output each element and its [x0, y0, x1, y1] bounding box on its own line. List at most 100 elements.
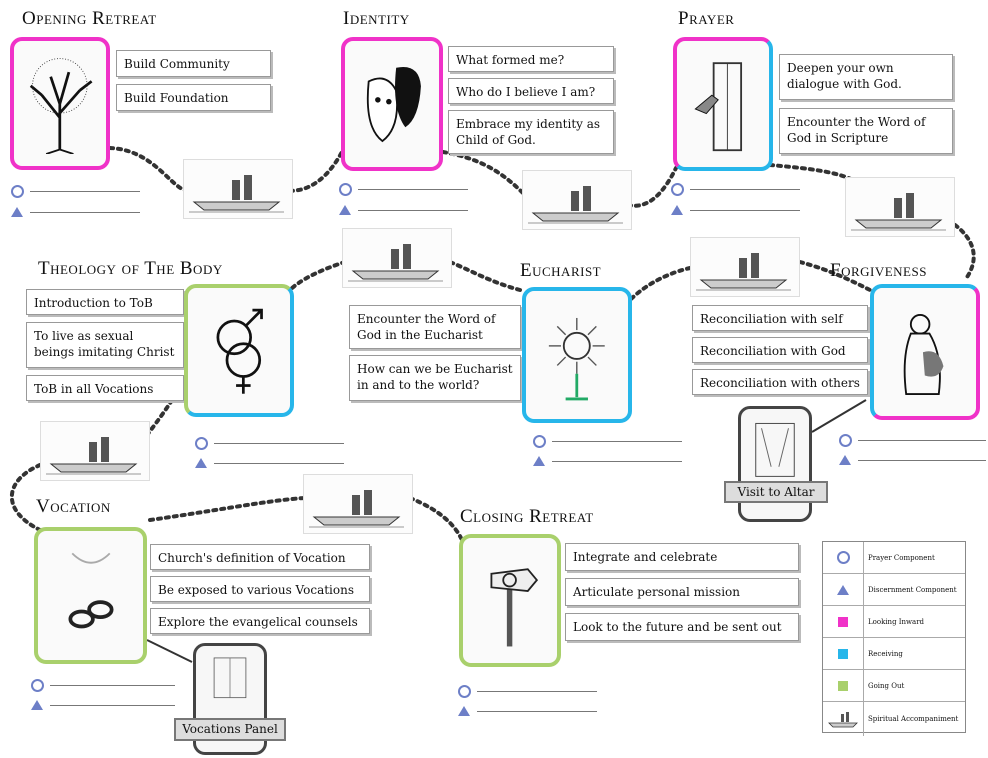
stage-item: Look to the future and be sent out [565, 613, 799, 641]
legend: Prayer Component Discernment Component L… [822, 541, 966, 736]
stage-item: Introduction to ToB [26, 289, 184, 315]
boat-icon [522, 170, 632, 230]
stage-item: Integrate and celebrate [565, 543, 799, 571]
boat-icon [183, 159, 293, 219]
discernment-component-line [838, 453, 986, 467]
legend-row: Going Out [823, 670, 965, 702]
stage-title-vocation: Vocation [36, 496, 111, 517]
legend-row: Prayer Component [823, 542, 965, 574]
panel-icon [213, 657, 247, 699]
gender-symbols-icon [216, 308, 264, 394]
prayer-circle-icon [457, 684, 471, 698]
prayer-component-line [457, 684, 597, 698]
legend-row: Looking Inward [823, 606, 965, 638]
legend-label: Looking Inward [863, 606, 965, 637]
altar-icon [755, 422, 795, 477]
discernment-triangle-icon [839, 455, 851, 465]
discernment-component-line [670, 203, 800, 217]
stage-title-eucharist: Eucharist [520, 260, 602, 281]
prayer-component-line [338, 182, 468, 196]
discernment-triangle-icon [339, 205, 351, 215]
boat-icon [40, 421, 150, 481]
tree-icon [30, 57, 93, 154]
discernment-triangle-icon [11, 207, 23, 217]
theater-masks-icon [367, 66, 422, 142]
legend-label: Spiritual Accompaniment [863, 702, 965, 736]
signpost-illustration [459, 534, 561, 667]
prayer-component-line [194, 436, 344, 450]
discernment-triangle-icon [31, 700, 43, 710]
discernment-triangle-icon [837, 584, 849, 595]
monstrance-icon [549, 317, 605, 401]
prayer-circle-icon [338, 182, 352, 196]
stage-item: How can we be Eucharist in and to the wo… [349, 355, 521, 401]
stage-item: Reconciliation with self [692, 305, 868, 331]
legend-label: Going Out [863, 670, 965, 701]
legend-label: Discernment Component [863, 574, 965, 605]
pink-square-icon [838, 616, 848, 627]
signpost-icon [490, 567, 539, 646]
prayer-component-line [838, 433, 986, 447]
legend-row: Discernment Component [823, 574, 965, 606]
stage-item: Build Foundation [116, 84, 271, 111]
discernment-component-line [30, 698, 175, 712]
discernment-component-line [338, 203, 468, 217]
stage-item: Church's definition of Vocation [150, 544, 370, 570]
embrace-illustration [870, 284, 980, 420]
monstrance-illustration [522, 287, 632, 423]
discernment-triangle-icon [671, 205, 683, 215]
wedding-rings-icon [67, 552, 114, 629]
blue-square-icon [838, 648, 848, 659]
stage-title-theology-of-the-body: Theology of The Body [38, 258, 223, 279]
stage-item: Be exposed to various Vocations [150, 576, 370, 602]
tree-illustration [10, 37, 110, 170]
masks-illustration [341, 37, 443, 171]
discernment-triangle-icon [195, 458, 207, 468]
green-square-icon [838, 680, 848, 691]
prayer-circle-icon [532, 434, 546, 448]
prayer-circle-icon [10, 184, 24, 198]
boat-icon [845, 177, 955, 237]
stage-title-prayer: Prayer [678, 8, 735, 29]
prayer-component-line [30, 678, 175, 692]
discernment-component-line [194, 456, 344, 470]
prayer-circle-icon [30, 678, 44, 692]
stage-title-forgiveness: Forgiveness [830, 260, 927, 281]
boat-icon [303, 474, 413, 534]
legend-row: Receiving [823, 638, 965, 670]
jesus-embrace-icon [903, 313, 944, 395]
stage-item: Build Community [116, 50, 271, 77]
prayer-component-line [532, 434, 682, 448]
boat-icon [342, 228, 452, 288]
stage-title-opening-retreat: Opening Retreat [22, 8, 157, 29]
discernment-component-line [457, 704, 597, 718]
stage-item: Deepen your own dialogue with God. [779, 54, 953, 100]
stage-item: ToB in all Vocations [26, 375, 184, 401]
stage-item: Embrace my identity as Child of God. [448, 110, 614, 154]
stage-item: Reconciliation with God [692, 337, 868, 363]
gender-symbols-illustration [184, 284, 294, 417]
stage-title-identity: Identity [343, 8, 410, 29]
stage-title-closing-retreat: Closing Retreat [460, 506, 594, 527]
prayer-circle-icon [836, 551, 850, 564]
door-knock-icon [694, 61, 743, 151]
stage-item: Reconciliation with others [692, 369, 868, 395]
discernment-component-line [532, 454, 682, 468]
discernment-component-line [10, 205, 140, 219]
visit-to-altar-sign [738, 406, 812, 522]
prayer-illustration [673, 37, 773, 171]
prayer-circle-icon [194, 436, 208, 450]
stage-item: To live as sexual beings imitating Chris… [26, 322, 184, 368]
stage-item: Explore the evangelical counsels [150, 608, 370, 634]
prayer-circle-icon [838, 433, 852, 447]
discernment-triangle-icon [533, 456, 545, 466]
vocations-panel-label: Vocations Panel [174, 718, 286, 741]
legend-label: Prayer Component [863, 542, 965, 573]
prayer-component-line [10, 184, 140, 198]
stage-item: Articulate personal mission [565, 578, 799, 606]
stage-item: Encounter the Word of God in Scripture [779, 108, 953, 154]
prayer-circle-icon [670, 182, 684, 196]
stage-item: Who do I believe I am? [448, 78, 614, 104]
stage-item: What formed me? [448, 46, 614, 72]
